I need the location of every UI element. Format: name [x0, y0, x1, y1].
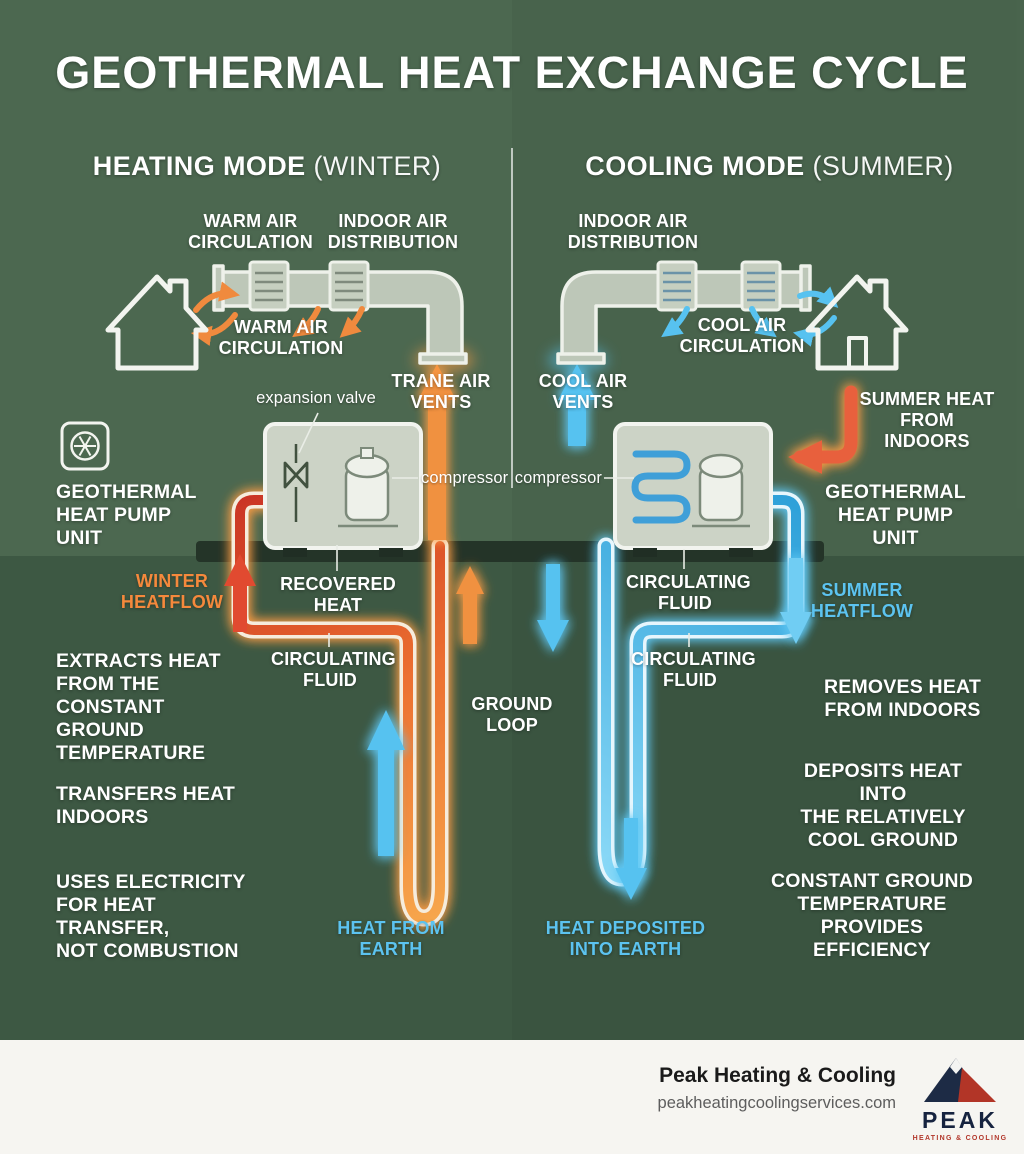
label-indoor-air-distribution-right: INDOOR AIR DISTRIBUTION: [567, 211, 699, 253]
summer-ground-loop-pipe: [597, 491, 805, 887]
logo-wordmark: PEAK: [922, 1107, 998, 1133]
heading-cooling-mode: COOLING MODE (SUMMER): [567, 151, 972, 183]
label-cool-air-vents: COOL AIR VENTS: [538, 371, 628, 413]
summer-heatflow-down-arrow: [780, 558, 812, 644]
heading-heating-mode: HEATING MODE (WINTER): [57, 151, 477, 183]
recovered-heat-up-arrow: [456, 566, 484, 644]
label-unit-right: GEOTHERMAL HEAT PUMP UNIT: [825, 481, 966, 549]
label-heat-from-earth: HEAT FROM EARTH: [337, 918, 445, 960]
diagram-art: [60, 148, 909, 927]
label-warm-air-circulation-house: WARM AIR CIRCULATION: [218, 317, 344, 359]
cool-air-vent-arrow: [558, 364, 596, 446]
circulating-fluid-down-arrow: [537, 564, 569, 652]
heading-cooling-normal: (SUMMER): [804, 151, 954, 181]
heading-cooling-bold: COOLING MODE: [585, 151, 805, 181]
label-summer-heatflow: SUMMER HEATFLOW: [810, 580, 914, 622]
warm-air-circulation-arrows: [190, 281, 365, 346]
label-recovered-heat: RECOVERED HEAT: [280, 574, 396, 616]
label-ground-loop: GROUND LOOP: [471, 694, 553, 736]
heat-pump-unit-right: [613, 422, 773, 557]
expansion-valve-symbol: [283, 461, 309, 489]
winter-ground-loop-pipe: [231, 491, 449, 927]
footer-company-name: Peak Heating & Cooling: [659, 1064, 896, 1087]
label-summer-heat-from-indoors: SUMMER HEAT FROM INDOORS: [859, 389, 995, 452]
mountain-logo-icon: [924, 1058, 996, 1102]
label-transfers-heat: TRANSFERS HEAT INDOORS: [56, 783, 236, 828]
logo-subtext: HEATING & COOLING: [912, 1135, 1008, 1142]
summer-heat-from-indoors-arrow: [788, 385, 858, 474]
mode-divider-line: [511, 148, 513, 488]
footer-website: peakheatingcoolingservices.com: [657, 1094, 896, 1112]
label-removes-heat: REMOVES HEAT FROM INDOORS: [824, 676, 981, 721]
footer: Peak Heating & Cooling peakheatingcoolin…: [0, 1040, 1024, 1154]
heading-heating-normal: (WINTER): [305, 151, 442, 181]
evaporator-coil: [631, 450, 691, 524]
house-left: [105, 274, 209, 371]
label-compressor-left: compressor: [421, 469, 509, 487]
heat-deposit-down-arrow: [615, 818, 647, 900]
label-compressor-right: compressor: [514, 469, 602, 487]
vent-grill-right-1: [656, 260, 698, 312]
heat-pump-icon: [60, 421, 110, 471]
label-uses-electricity: USES ELECTRICITY FOR HEAT TRANSFER, NOT …: [56, 871, 246, 962]
label-deposits-heat: DEPOSITS HEAT INTO THE RELATIVELY COOL G…: [800, 760, 966, 851]
label-circulating-fluid-left: CIRCULATING FLUID: [271, 649, 396, 691]
label-constant-ground: CONSTANT GROUND TEMPERATURE PROVIDES EFF…: [771, 870, 973, 961]
winter-heatflow-up-arrow: [224, 554, 256, 632]
peak-logo: PEAK HEATING & COOLING: [908, 1048, 1012, 1142]
label-unit-left: GEOTHERMAL HEAT PUMP UNIT: [56, 481, 197, 549]
heat-from-earth-up-arrow: [367, 710, 405, 856]
label-circulating-fluid-right-2: CIRCULATING FLUID: [631, 649, 756, 691]
label-expansion-valve: expansion valve: [256, 389, 376, 407]
label-indoor-air-distribution-left: INDOOR AIR DISTRIBUTION: [327, 211, 459, 253]
label-warm-air-circulation-top: WARM AIR CIRCULATION: [188, 211, 313, 253]
label-winter-heatflow: WINTER HEATFLOW: [120, 571, 224, 613]
label-extracts-heat: EXTRACTS HEAT FROM THE CONSTANT GROUND T…: [56, 650, 221, 764]
label-circulating-fluid-right-1: CIRCULATING FLUID: [626, 572, 751, 614]
label-cool-air-circulation: COOL AIR CIRCULATION: [679, 315, 805, 357]
page-title: GEOTHERMAL HEAT EXCHANGE CYCLE: [55, 47, 969, 98]
label-pointer-lines: [298, 412, 690, 647]
house-right: [805, 274, 909, 371]
underground-background: [0, 556, 1024, 1040]
heading-heating-bold: HEATING MODE: [92, 151, 306, 181]
vent-grill-right-2: [740, 260, 782, 312]
vent-grill-left-1: [248, 260, 290, 312]
label-warm-air-vents: TRANE AIR VENTS: [391, 371, 491, 413]
warm-air-vent-arrow: [418, 364, 456, 540]
label-heat-deposited: HEAT DEPOSITED INTO EARTH: [545, 918, 706, 960]
vent-grill-left-2: [328, 260, 370, 312]
heat-pump-unit-left: [263, 422, 423, 557]
